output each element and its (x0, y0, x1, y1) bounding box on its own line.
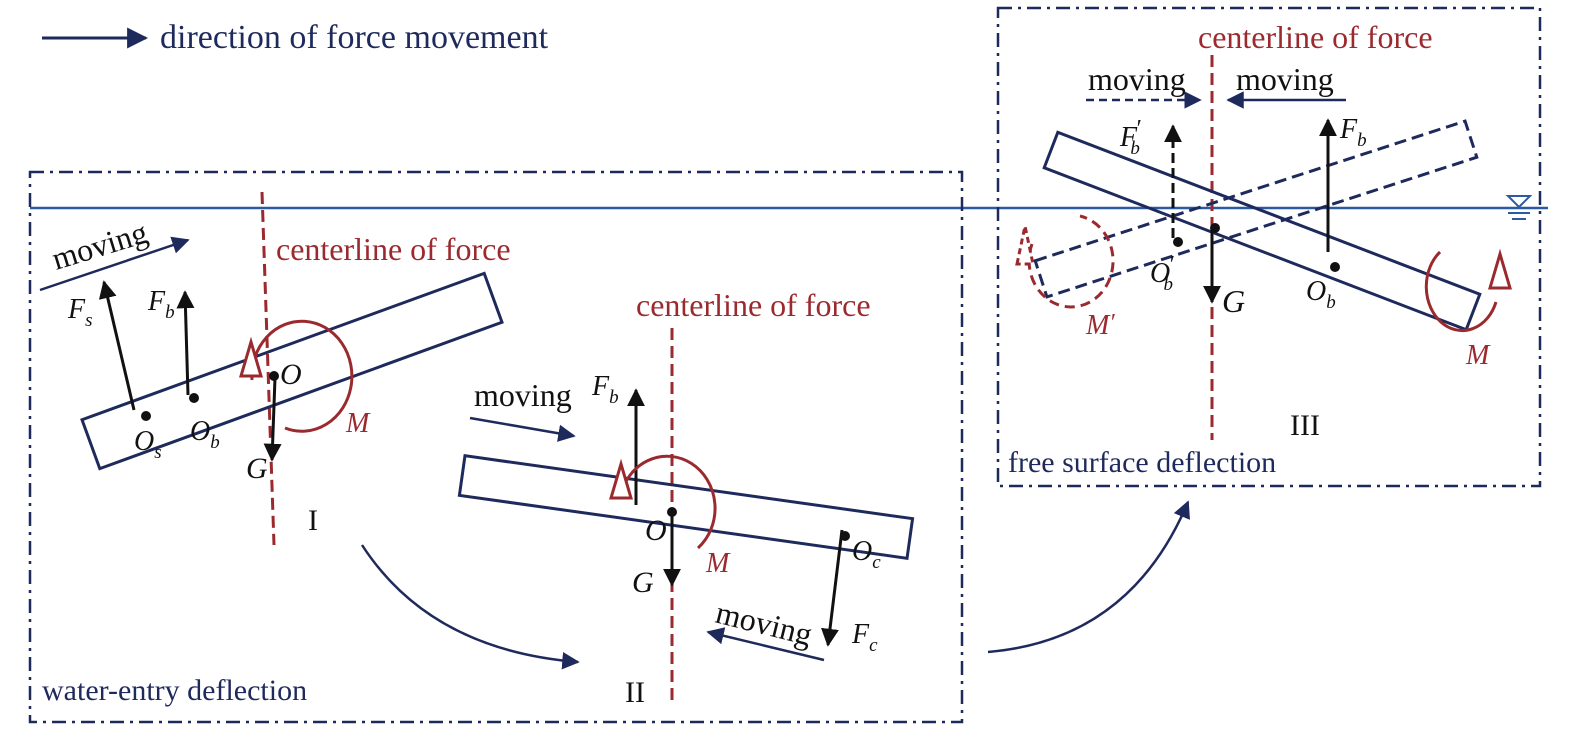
label-fs: Fs (67, 294, 93, 331)
force-fs-arrow (98, 280, 136, 411)
centerline-label-ii: centerline of force (636, 287, 871, 323)
water-entry-box (28, 170, 964, 724)
point-ob-iii (1330, 262, 1340, 272)
moving-label-ii-bottom: moving (712, 594, 816, 653)
moment-arc-m-iii (1424, 250, 1498, 333)
centerline-label-iii: centerline of force (1198, 19, 1433, 55)
legend: direction of force movement (42, 19, 549, 56)
panel-ii-roman: II (625, 676, 645, 709)
label-ob-iii: Ob (1306, 276, 1336, 313)
point-o-ii (667, 507, 677, 517)
label-oc: Oc (852, 536, 881, 573)
panel-ii: centerline of force moving moving Fb O G… (457, 287, 915, 709)
label-o-i: O (280, 358, 302, 391)
water-entry-label: water-entry deflection (42, 674, 307, 707)
transition-arrow-1 (360, 544, 580, 670)
label-fb-prime: F′b (1119, 116, 1141, 159)
force-fc-arrow (821, 529, 844, 647)
centerline-i (260, 191, 276, 546)
point-os (141, 411, 151, 421)
free-surface-box (996, 6, 1542, 488)
moment-arrowhead-ii (608, 458, 634, 500)
label-g-i: G (246, 452, 268, 485)
force-fb-arrow-i (176, 290, 195, 396)
moment-arrowhead-m-prime (1015, 225, 1035, 266)
label-fb-iii: Fb (1339, 114, 1367, 151)
moving-label-i: moving (48, 214, 152, 277)
panel-i: centerline of force moving Fs Fb Os Ob O… (39, 191, 511, 546)
point-ob-prime (1173, 237, 1183, 247)
moving-arrow-i (39, 236, 190, 292)
label-ob-i: Ob (190, 416, 220, 453)
moving-label-ii-top: moving (474, 377, 572, 413)
label-fb-i: Fb (147, 286, 175, 323)
label-fc: Fc (851, 619, 878, 656)
label-g-ii: G (632, 566, 654, 599)
moment-arrowhead-i (238, 336, 264, 378)
point-o-i (269, 371, 279, 381)
free-surface-label: free surface deflection (1008, 446, 1276, 479)
panel-iii: centerline of force moving moving F′b Fb… (1008, 19, 1513, 479)
label-m-iii: M (1465, 340, 1491, 371)
label-m-prime: M′ (1085, 310, 1115, 341)
moving-arrow-ii-bottom (706, 627, 825, 662)
panel-iii-roman: III (1290, 409, 1320, 442)
label-os: Os (134, 426, 162, 463)
label-g-iii: G (1222, 283, 1245, 319)
body-ii (457, 454, 915, 560)
water-level-icon (1505, 195, 1533, 220)
moment-arc-i (250, 319, 354, 433)
moving-label-iii-right: moving (1236, 61, 1334, 97)
centerline-label-i: centerline of force (276, 231, 511, 267)
body-iii (1042, 130, 1482, 332)
gravity-arrow-i (263, 377, 282, 462)
legend-text: direction of force movement (160, 19, 549, 56)
label-ob-prime: O′b (1150, 252, 1174, 295)
label-fb-ii: Fb (591, 371, 619, 408)
body-i (80, 271, 504, 471)
body-iii-dashed (1033, 119, 1479, 299)
label-m-ii: M (705, 548, 731, 579)
moment-arc-ii (618, 454, 717, 550)
point-oc (840, 531, 850, 541)
point-ob-i (189, 393, 199, 403)
label-o-ii: O (645, 514, 667, 547)
transition-arrow-2 (987, 500, 1190, 654)
moment-arc-m-prime (1027, 214, 1115, 309)
label-m-i: M (345, 408, 371, 439)
moment-arrowhead-m-iii (1487, 248, 1513, 290)
point-g-iii (1210, 223, 1220, 233)
moving-label-iii-left: moving (1088, 61, 1186, 97)
moving-arrow-ii-top (469, 416, 576, 442)
panel-i-roman: I (308, 504, 318, 537)
